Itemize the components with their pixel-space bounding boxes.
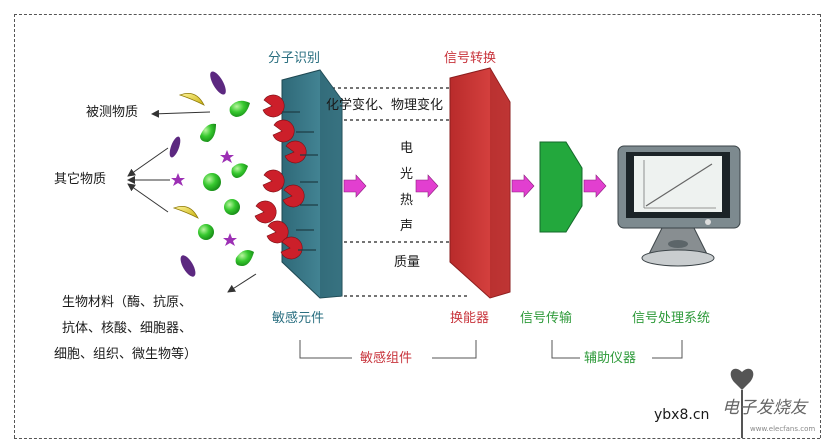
stack-item-mass: 质量 bbox=[394, 255, 421, 270]
label-signal-processing: 信号处理系统 bbox=[632, 311, 711, 326]
watermark-logo-icon bbox=[730, 368, 754, 438]
watermark-logo-text: 电子发烧友 bbox=[722, 398, 807, 418]
stack-item-light: 光 bbox=[400, 167, 414, 182]
watermark-site: ybx8.cn bbox=[654, 407, 710, 423]
monitor-icon bbox=[617, 145, 741, 267]
signal-transmission-block bbox=[539, 141, 583, 233]
label-molecular-recognition: 分子识别 bbox=[268, 51, 321, 66]
label-signal-transmission: 信号传输 bbox=[520, 311, 573, 326]
watermark-logo-url: www.elecfans.com bbox=[750, 425, 816, 433]
stack-item-sound: 声 bbox=[400, 219, 414, 234]
stack-item-electric: 电 bbox=[400, 141, 414, 156]
signal-arrows bbox=[343, 174, 607, 198]
brackets bbox=[299, 340, 683, 359]
label-auxiliary-instrument: 辅助仪器 bbox=[584, 351, 637, 366]
transducer-panel bbox=[449, 67, 511, 299]
label-bio-material-2: 抗体、核酸、细胞器、 bbox=[62, 321, 193, 336]
label-transducer: 换能器 bbox=[450, 311, 490, 326]
frame-right bbox=[820, 14, 821, 438]
label-bio-material-1: 生物材料（酶、抗原、 bbox=[62, 295, 193, 310]
label-bio-material-3: 细胞、组织、微生物等） bbox=[54, 347, 198, 362]
molecules bbox=[169, 71, 318, 277]
frame-left bbox=[14, 14, 15, 438]
label-sensitive-component: 敏感组件 bbox=[360, 351, 413, 366]
label-signal-conversion: 信号转换 bbox=[444, 51, 497, 66]
frame-bottom bbox=[14, 438, 820, 439]
pointer-arrows bbox=[127, 109, 257, 293]
label-changes: 化学变化、物理变化 bbox=[326, 98, 444, 113]
label-sensitive-element: 敏感元件 bbox=[272, 311, 325, 326]
frame-top bbox=[14, 14, 820, 15]
stack-item-heat: 热 bbox=[400, 193, 414, 208]
transduction-box bbox=[320, 87, 470, 297]
label-target-substance: 被测物质 bbox=[86, 105, 139, 120]
label-other-substances: 其它物质 bbox=[54, 172, 107, 187]
